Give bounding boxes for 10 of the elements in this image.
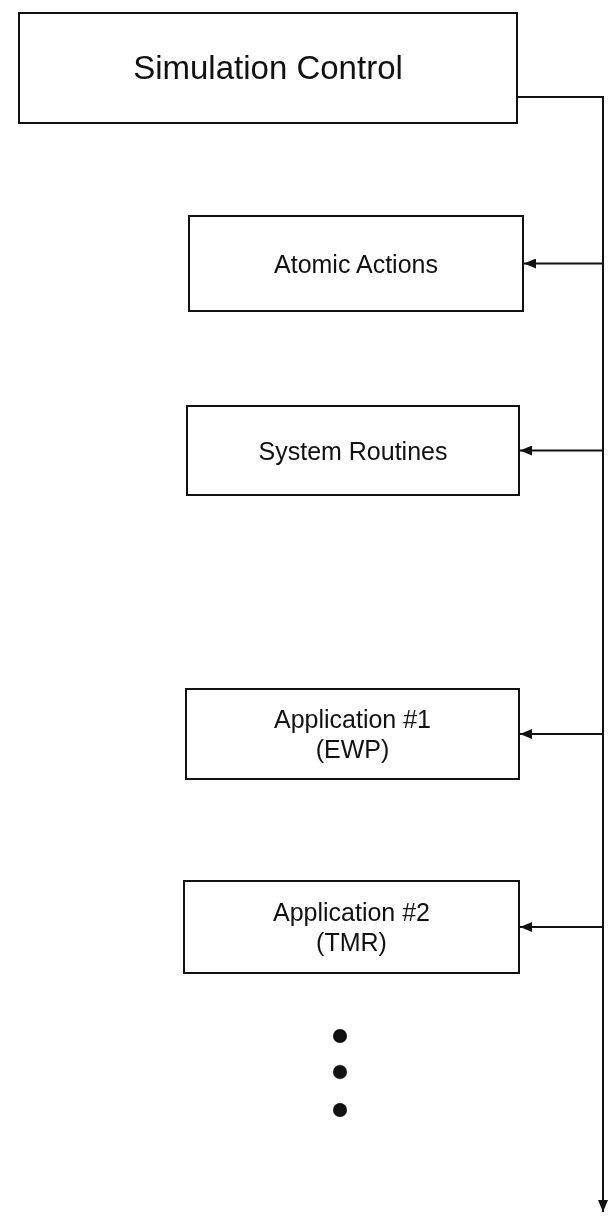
process-box — [18, 12, 518, 124]
process-box — [186, 405, 520, 496]
box-label: Application #1 (EWP) — [272, 704, 433, 764]
process-box — [185, 688, 520, 780]
process-box — [183, 880, 520, 974]
box-label: Simulation Control — [133, 48, 403, 88]
box-label: Atomic Actions — [274, 248, 438, 279]
box-label: System Routines — [258, 435, 448, 466]
process-box — [188, 215, 524, 312]
box-label: Application #2 (TMR) — [271, 897, 432, 957]
